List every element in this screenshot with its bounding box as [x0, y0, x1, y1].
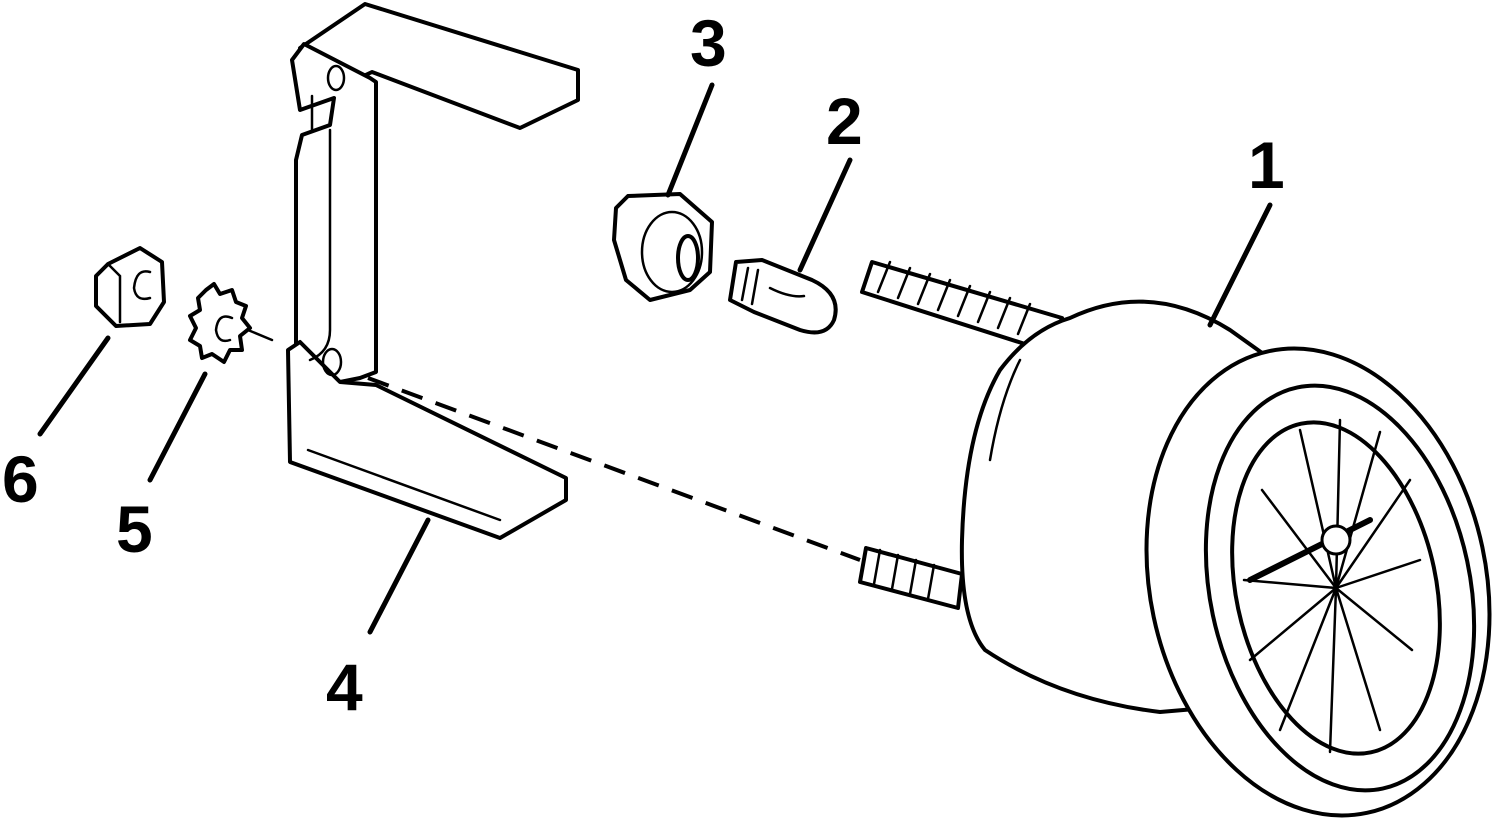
assembly-dashed-line — [367, 376, 861, 562]
lower-stud — [858, 546, 964, 610]
bulb — [728, 258, 838, 335]
callout-6: 6 — [2, 442, 39, 516]
mounting-bracket — [286, 2, 580, 540]
gauge-assembly — [858, 260, 1492, 818]
leader-line-5 — [147, 371, 208, 483]
leader-line-4 — [367, 517, 431, 635]
callout-5: 5 — [116, 492, 153, 566]
leader-lines — [37, 82, 1273, 635]
dial-graduations — [1242, 418, 1422, 754]
callout-2: 2 — [826, 84, 863, 158]
callout-3: 3 — [690, 6, 727, 80]
leader-line-3 — [665, 82, 715, 198]
hex-nut — [94, 246, 166, 328]
callout-4: 4 — [326, 650, 363, 724]
lock-washer — [188, 282, 274, 364]
callout-1: 1 — [1248, 128, 1285, 202]
leader-line-2 — [797, 157, 853, 273]
gauge-needle — [1247, 517, 1373, 583]
leader-line-1 — [1207, 202, 1273, 328]
bulb-socket — [612, 192, 714, 302]
leader-line-6 — [37, 335, 111, 437]
